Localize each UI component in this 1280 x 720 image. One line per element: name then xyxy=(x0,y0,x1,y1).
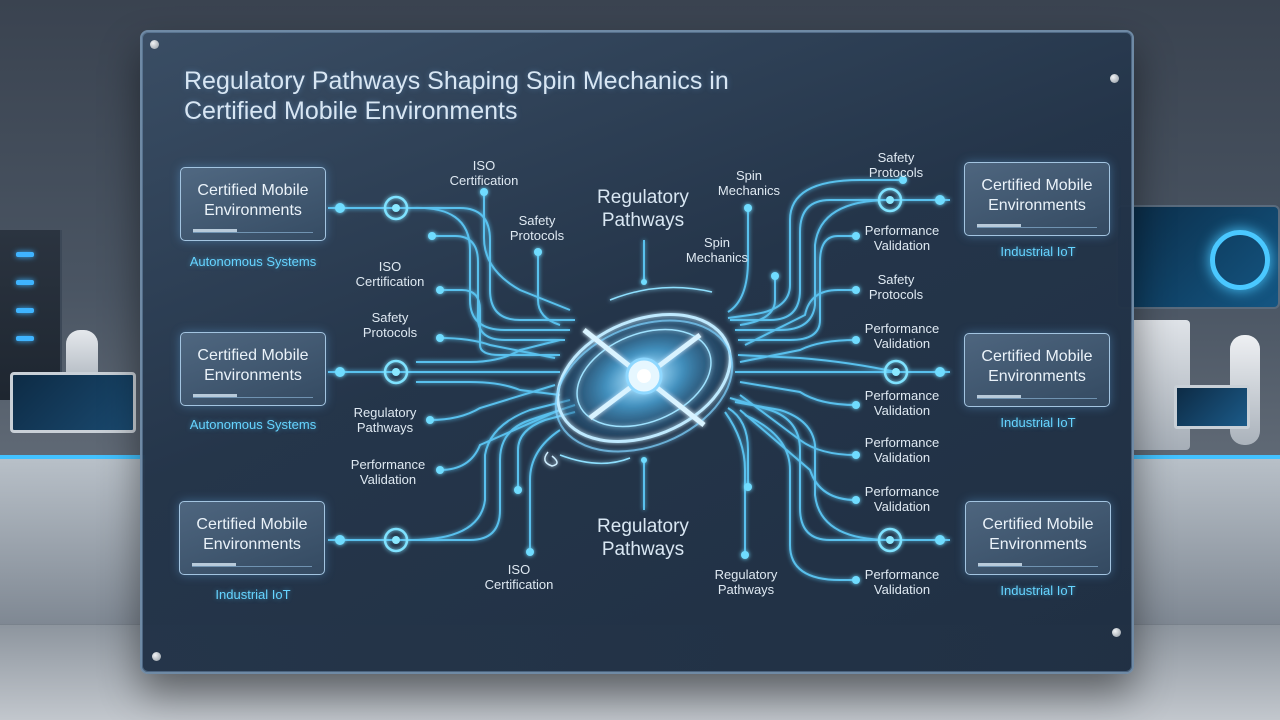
node-subtitle: Autonomous Systems xyxy=(189,417,317,432)
node-subtitle: Industrial IoT xyxy=(1000,415,1076,430)
label-iso-certification: ISO Certification xyxy=(484,562,554,592)
node-certified-mobile-environments: Certified Mobile Environments xyxy=(964,162,1110,236)
label-performance-validation: Performance Validation xyxy=(864,484,940,514)
background-monitor xyxy=(10,372,136,433)
background-monitor xyxy=(1174,385,1250,429)
node-label: Certified Mobile Environments xyxy=(982,516,1094,553)
background-server-rack xyxy=(0,230,62,400)
node-certified-mobile-environments: Certified Mobile Environments xyxy=(180,332,326,406)
label-safety-protocols: Safety Protocols xyxy=(868,150,924,180)
label-iso-certification: ISO Certification xyxy=(355,259,425,289)
background-ring-icon xyxy=(1210,230,1270,290)
node-subtitle: Industrial IoT xyxy=(215,587,291,602)
label-regulatory-pathways-center: Regulatory Pathways xyxy=(597,187,689,231)
node-subtitle: Industrial IoT xyxy=(1000,583,1076,598)
node-certified-mobile-environments: Certified Mobile Environments xyxy=(965,501,1111,575)
node-label: Certified Mobile Environments xyxy=(981,348,1093,385)
node-certified-mobile-environments: Certified Mobile Environments xyxy=(180,167,326,241)
progress-decoration xyxy=(193,394,313,398)
label-regulatory-pathways: Regulatory Pathways xyxy=(714,567,778,597)
label-performance-validation: Performance Validation xyxy=(864,435,940,465)
progress-decoration xyxy=(192,563,312,567)
background-counter xyxy=(0,455,145,624)
node-label: Certified Mobile Environments xyxy=(196,516,308,553)
screw-icon xyxy=(150,40,159,49)
node-label: Certified Mobile Environments xyxy=(197,182,309,219)
label-performance-validation: Performance Validation xyxy=(864,567,940,597)
progress-decoration xyxy=(978,563,1098,567)
label-performance-validation: Performance Validation xyxy=(864,321,940,351)
label-spin-mechanics: Spin Mechanics xyxy=(717,168,781,198)
node-certified-mobile-environments: Certified Mobile Environments xyxy=(179,501,325,575)
progress-decoration xyxy=(977,224,1097,228)
label-iso-certification: ISO Certification xyxy=(449,158,519,188)
label-performance-validation: Performance Validation xyxy=(864,223,940,253)
label-spin-mechanics: Spin Mechanics xyxy=(685,235,749,265)
background-counter xyxy=(1130,455,1280,624)
label-performance-validation: Performance Validation xyxy=(864,388,940,418)
label-safety-protocols: Safety Protocols xyxy=(509,213,565,243)
label-performance-validation: Performance Validation xyxy=(350,457,426,487)
label-safety-protocols: Safety Protocols xyxy=(362,310,418,340)
screw-icon xyxy=(152,652,161,661)
label-safety-protocols: Safety Protocols xyxy=(868,272,924,302)
node-label: Certified Mobile Environments xyxy=(197,347,309,384)
label-regulatory-pathways: Regulatory Pathways xyxy=(353,405,417,435)
node-label: Certified Mobile Environments xyxy=(981,177,1093,214)
screw-icon xyxy=(1110,74,1119,83)
progress-decoration xyxy=(977,395,1097,399)
screw-icon xyxy=(1112,628,1121,637)
node-subtitle: Industrial IoT xyxy=(1000,244,1076,259)
diagram-title: Regulatory Pathways Shaping Spin Mechani… xyxy=(184,67,729,125)
node-subtitle: Autonomous Systems xyxy=(189,254,317,269)
label-regulatory-pathways-center: Regulatory Pathways xyxy=(597,516,689,560)
node-certified-mobile-environments: Certified Mobile Environments xyxy=(964,333,1110,407)
progress-decoration xyxy=(193,229,313,233)
